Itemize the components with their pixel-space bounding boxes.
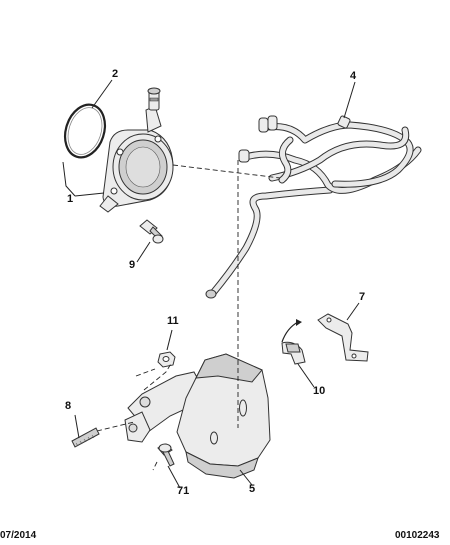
assembly-lines bbox=[96, 160, 281, 471]
callout-7: 7 bbox=[359, 291, 366, 303]
callout-11: 11 bbox=[167, 315, 179, 327]
clip-icon bbox=[281, 319, 306, 365]
footer-date: 07/2014 bbox=[0, 530, 37, 541]
screw-icon bbox=[139, 219, 164, 244]
reservoir-icon bbox=[124, 353, 271, 479]
callout-10: 10 bbox=[313, 385, 326, 397]
seal-ring-icon bbox=[63, 103, 107, 159]
callout-8: 8 bbox=[65, 400, 72, 412]
nut-icon bbox=[157, 351, 176, 368]
callout-2: 2 bbox=[112, 68, 119, 80]
hose-assembly-icon bbox=[205, 115, 422, 299]
footer-reference: 00102243 bbox=[395, 530, 440, 541]
callout-5: 5 bbox=[249, 483, 256, 495]
bracket-icon bbox=[317, 313, 369, 362]
leader-lines bbox=[62, 79, 360, 489]
callout-1: 1 bbox=[67, 193, 74, 205]
callout-9: 9 bbox=[129, 259, 136, 271]
callout-4: 4 bbox=[350, 70, 357, 82]
vacuum-pump-icon bbox=[99, 87, 174, 213]
callout-71: 71 bbox=[177, 485, 190, 497]
screw-icon-71 bbox=[157, 443, 175, 467]
stud-icon bbox=[71, 427, 100, 448]
